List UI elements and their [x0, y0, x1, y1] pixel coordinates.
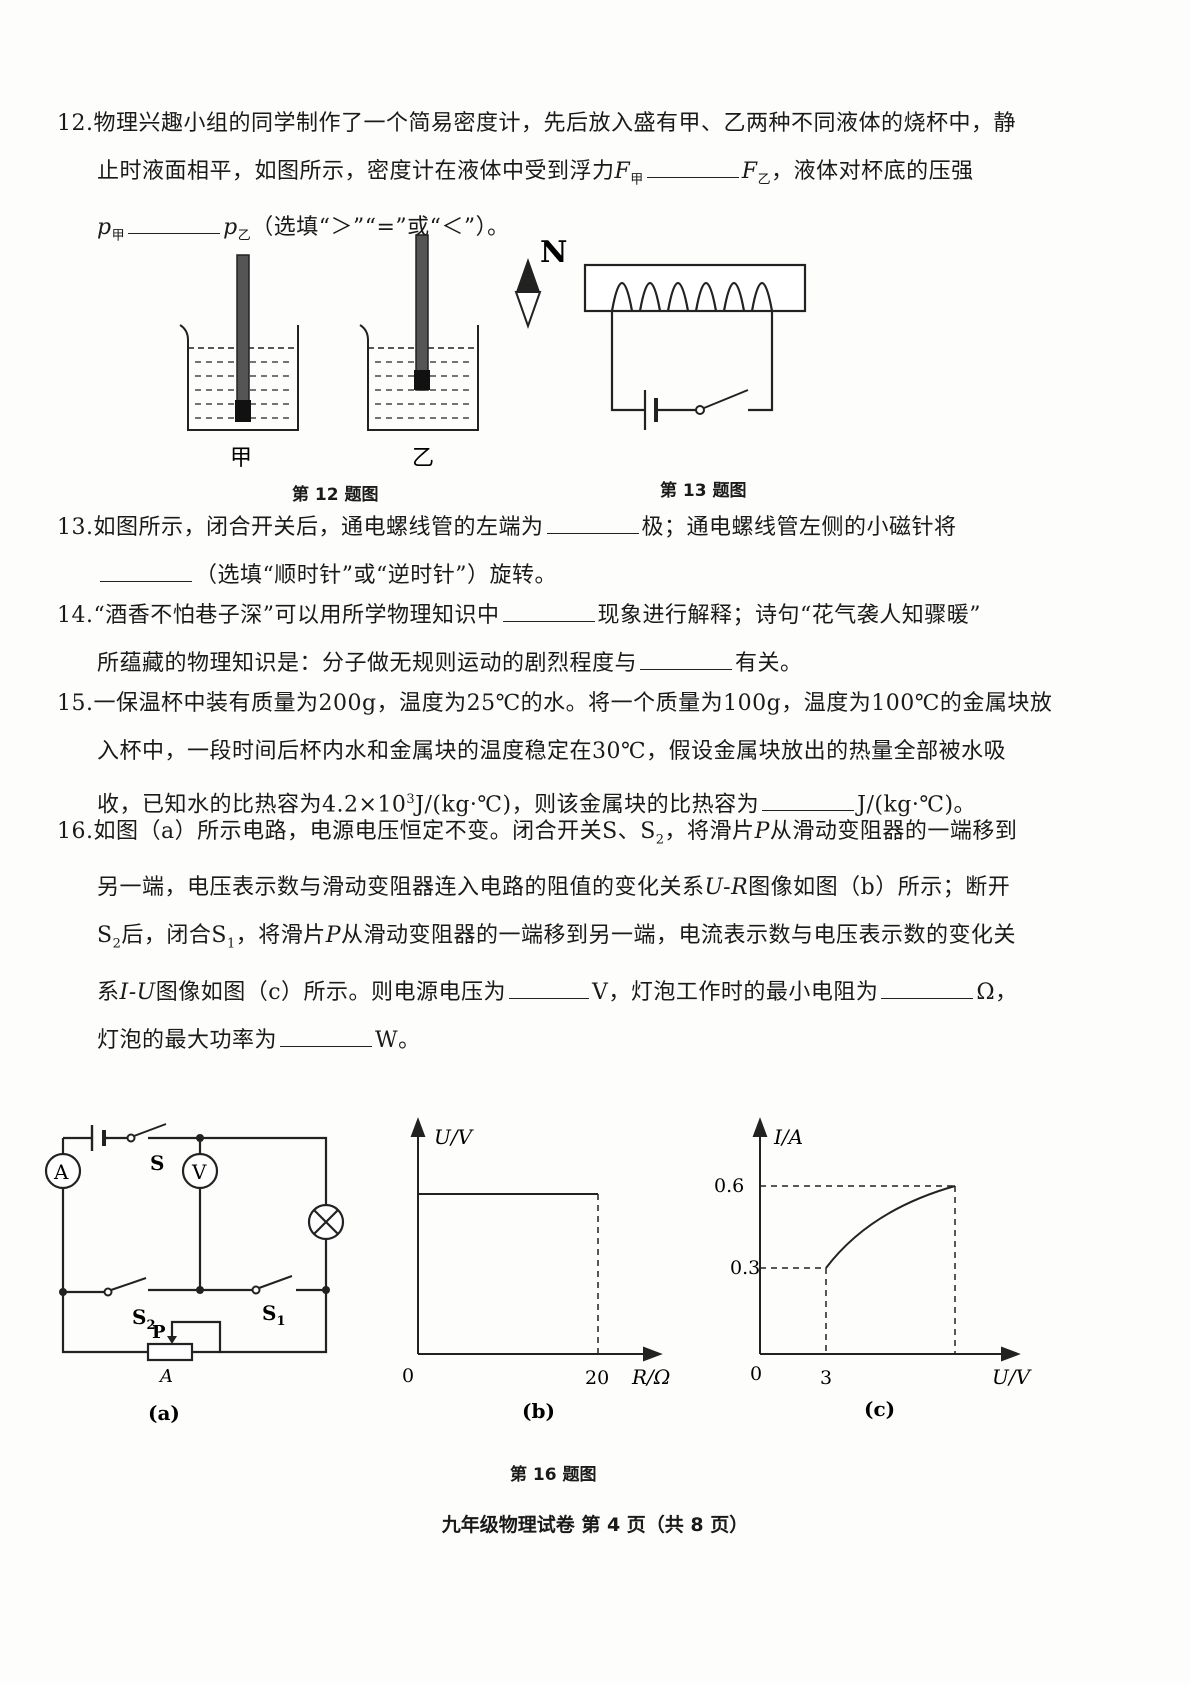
figure-a-label: (a) [148, 1401, 180, 1425]
ammeter-label: A [53, 1160, 69, 1184]
figure-16-caption: 第 16 题图 [510, 1465, 597, 1485]
question-number: 12. [57, 111, 94, 136]
densimeter-weight [235, 400, 251, 422]
graph-b-ylabel: U/V [434, 1125, 475, 1149]
compass-needle-icon [514, 258, 542, 330]
graph-c-xlabel: U/V [992, 1365, 1033, 1389]
figure-16: S A V S2 S1 P A (a) U/V 0 20 R/Ω (b) [44, 1117, 1033, 1425]
graph-c-origin: 0 [750, 1363, 762, 1385]
label-jia: 甲 [230, 446, 252, 471]
junction-dot [196, 1134, 204, 1142]
voltmeter-icon [181, 1152, 219, 1190]
graph-b-xlabel: R/Ω [631, 1365, 670, 1389]
north-label: N [540, 235, 567, 270]
graph-b-x-tick: 20 [585, 1367, 609, 1389]
figure-13-caption: 第 13 题图 [660, 481, 747, 501]
question-12: 12.物理兴趣小组的同学制作了一个简易密度计，先后放入盛有甲、乙两种不同液体的烧… [57, 111, 1017, 244]
battery-icon [643, 390, 696, 430]
ammeter-icon [44, 1152, 82, 1190]
answer-blank[interactable] [640, 647, 733, 670]
lamp-icon [307, 1203, 345, 1241]
question-14: 14.“酒香不怕巷子深”可以用所学物理知识中现象进行解释；诗句“花气袭人知骤暖”… [57, 592, 1077, 688]
answer-blank[interactable] [128, 211, 221, 235]
switch-s1-icon [251, 1275, 293, 1295]
graph-b-origin: 0 [402, 1365, 414, 1387]
switch-s-icon [126, 1123, 167, 1143]
battery-icon [90, 1125, 108, 1151]
answer-blank[interactable] [881, 976, 974, 999]
answer-blank[interactable] [646, 155, 739, 178]
label-yi: 乙 [412, 446, 434, 471]
slider-label: P [152, 1322, 166, 1343]
densimeter-weight [414, 370, 430, 390]
graph-b [410, 1117, 663, 1362]
figure-b-label: (b) [522, 1399, 555, 1423]
answer-blank[interactable] [546, 511, 639, 534]
switch-icon [695, 389, 749, 415]
question-13: 13.如图所示，闭合开关后，通电螺线管的左端为极；通电螺线管左侧的小磁针将 （选… [57, 504, 1077, 600]
answer-blank[interactable] [100, 559, 192, 582]
page-footer: 九年级物理试卷 第 4 页（共 8 页） [441, 1514, 749, 1536]
answer-blank[interactable] [280, 1024, 373, 1047]
figure-12-caption: 第 12 题图 [292, 485, 379, 505]
figure-12-13: 甲 乙 N [179, 234, 807, 471]
graph-c-y-tick-high: 0.6 [714, 1175, 744, 1197]
question-15: 15.一保温杯中装有质量为200g，温度为25℃的水。将一个质量为100g，温度… [57, 691, 1053, 818]
switch-s1-label: S1 [262, 1301, 286, 1329]
junction-dot [322, 1286, 330, 1294]
solenoid [583, 263, 807, 412]
question-16: 16.如图（a）所示电路，电源电压恒定不变。闭合开关S、S2，将滑片P从滑动变阻… [57, 819, 1018, 1053]
graph-c-y-tick-low: 0.3 [730, 1257, 760, 1279]
slider-arrow-icon [167, 1336, 177, 1344]
rheostat-icon [146, 1342, 194, 1362]
graph-c-x-tick: 3 [820, 1367, 832, 1389]
answer-blank[interactable] [509, 976, 590, 999]
rheostat-end-label: A [158, 1366, 173, 1387]
junction-dot [196, 1286, 204, 1294]
junction-dot [59, 1288, 67, 1296]
graph-c [752, 1117, 1021, 1362]
densimeter-jia [236, 254, 250, 421]
switch-s2-icon [103, 1277, 147, 1297]
graph-c-ylabel: I/A [773, 1125, 803, 1149]
switch-s-label: S [150, 1151, 164, 1175]
figure-c-label: (c) [864, 1397, 895, 1421]
voltmeter-label: V [191, 1160, 207, 1184]
answer-blank[interactable] [762, 788, 855, 812]
densimeter-yi [415, 234, 429, 391]
switch-s2-label: S2 [132, 1305, 156, 1333]
answer-blank[interactable] [502, 599, 595, 622]
